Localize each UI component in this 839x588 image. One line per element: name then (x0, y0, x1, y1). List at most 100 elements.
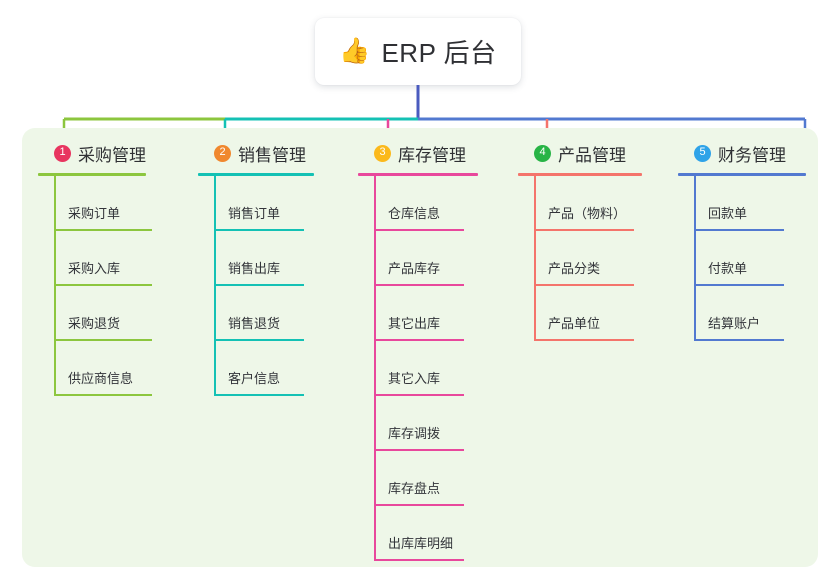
branch-number-badge: 2 (214, 144, 231, 162)
branch-header-3[interactable]: 3 库存管理 (358, 140, 478, 166)
branch-item-label: 回款单 (708, 206, 748, 221)
branch-item-underline (214, 229, 304, 231)
branch-item[interactable]: 产品库存 (358, 231, 478, 286)
root-node-card[interactable]: 👍 ERP 后台 (315, 18, 521, 85)
branch-item-underline (54, 284, 152, 286)
branch-column-1: 1 采购管理采购订单采购入库采购退货供应商信息 (38, 140, 152, 396)
branch-item-label: 采购入库 (68, 261, 121, 276)
branch-title: 销售管理 (238, 145, 306, 165)
branch-item-label: 销售订单 (228, 206, 281, 221)
branch-item-underline (54, 339, 152, 341)
branch-item[interactable]: 结算账户 (678, 286, 806, 341)
branch-header-underline (358, 173, 478, 176)
branch-item[interactable]: 产品（物料） (518, 176, 642, 231)
branch-item-label: 销售退货 (228, 316, 281, 331)
branch-header-underline (198, 173, 314, 176)
branch-item-list: 产品（物料） 产品分类产品单位 (518, 176, 642, 341)
branch-item[interactable]: 产品分类 (518, 231, 642, 286)
branch-item[interactable]: 其它出库 (358, 286, 478, 341)
branch-item-list: 仓库信息产品库存其它出库其它入库库存调拨库存盘点出库库明细 (358, 176, 478, 561)
branch-column-2: 2 销售管理销售订单销售出库销售退货客户信息 (198, 140, 314, 396)
branch-item-label: 结算账户 (708, 316, 761, 331)
branch-item-underline (214, 394, 304, 396)
branch-item-underline (374, 284, 464, 286)
branch-item[interactable]: 供应商信息 (38, 341, 152, 396)
branch-item[interactable]: 销售退货 (198, 286, 314, 341)
branch-item[interactable]: 客户信息 (198, 341, 314, 396)
branch-column-5: 5 财务管理回款单付款单结算账户 (678, 140, 806, 341)
branch-item[interactable]: 库存盘点 (358, 451, 478, 506)
branch-column-3: 3 库存管理仓库信息产品库存其它出库其它入库库存调拨库存盘点出库库明细 (358, 140, 478, 561)
branch-item[interactable]: 采购入库 (38, 231, 152, 286)
branch-item-label: 库存调拨 (388, 426, 441, 441)
branch-item-underline (534, 284, 634, 286)
branch-item-label: 其它出库 (388, 316, 441, 331)
branch-item-underline (534, 229, 634, 231)
branch-spine (374, 176, 376, 561)
branch-item-label: 出库库明细 (388, 536, 454, 551)
branch-item-list: 回款单付款单结算账户 (678, 176, 806, 341)
branch-item-underline (694, 339, 784, 341)
branch-item-label: 产品单位 (548, 316, 601, 331)
branch-item-underline (374, 229, 464, 231)
branch-item-underline (214, 339, 304, 341)
branch-item-underline (374, 504, 464, 506)
branch-item[interactable]: 产品单位 (518, 286, 642, 341)
branch-item-label: 付款单 (708, 261, 748, 276)
branch-item-underline (54, 394, 152, 396)
branch-item[interactable]: 其它入库 (358, 341, 478, 396)
branch-header-4[interactable]: 4 产品管理 (518, 140, 642, 166)
branch-spine (534, 176, 536, 341)
branch-header-underline (518, 173, 642, 176)
branch-spine (694, 176, 696, 341)
branch-title: 采购管理 (78, 145, 146, 165)
branch-item-label: 产品分类 (548, 261, 601, 276)
branch-item[interactable]: 销售出库 (198, 231, 314, 286)
branch-item-label: 供应商信息 (68, 371, 134, 386)
branch-number-badge: 1 (54, 144, 71, 162)
branch-title: 财务管理 (718, 145, 786, 165)
branch-title: 库存管理 (398, 145, 466, 165)
branch-item-label: 其它入库 (388, 371, 441, 386)
branch-item-underline (694, 284, 784, 286)
thumbs-up-icon: 👍 (339, 37, 371, 65)
branch-item-label: 采购退货 (68, 316, 121, 331)
branch-item[interactable]: 采购订单 (38, 176, 152, 231)
branch-item[interactable]: 付款单 (678, 231, 806, 286)
branch-item[interactable]: 库存调拨 (358, 396, 478, 451)
branch-item-underline (374, 394, 464, 396)
branch-item-underline (374, 339, 464, 341)
branch-item-underline (54, 229, 152, 231)
branch-header-1[interactable]: 1 采购管理 (38, 140, 146, 166)
branch-item[interactable]: 销售订单 (198, 176, 314, 231)
branch-item[interactable]: 出库库明细 (358, 506, 478, 561)
branch-item[interactable]: 仓库信息 (358, 176, 478, 231)
branch-item-underline (694, 229, 784, 231)
branch-spine (214, 176, 216, 396)
branch-item[interactable]: 回款单 (678, 176, 806, 231)
branch-item-label: 客户信息 (228, 371, 281, 386)
branch-header-5[interactable]: 5 财务管理 (678, 140, 806, 166)
branch-item-underline (374, 559, 464, 561)
root-node-title: ERP 后台 (381, 38, 497, 68)
branch-number-badge: 3 (374, 144, 391, 162)
branch-item-label: 产品库存 (388, 261, 441, 276)
branch-item-underline (534, 339, 634, 341)
branch-item-label: 采购订单 (68, 206, 121, 221)
branch-number-badge: 4 (534, 144, 551, 162)
branch-item-label: 库存盘点 (388, 481, 441, 496)
branch-item-underline (374, 449, 464, 451)
branch-item-label: 产品（物料） (548, 206, 627, 221)
branch-item-list: 销售订单销售出库销售退货客户信息 (198, 176, 314, 396)
branch-number-badge: 5 (694, 144, 711, 162)
branch-item-label: 销售出库 (228, 261, 281, 276)
branch-header-underline (38, 173, 146, 176)
branch-item-underline (214, 284, 304, 286)
branch-item-list: 采购订单采购入库采购退货供应商信息 (38, 176, 152, 396)
branch-item[interactable]: 采购退货 (38, 286, 152, 341)
branch-column-4: 4 产品管理产品（物料） 产品分类产品单位 (518, 140, 642, 341)
branch-title: 产品管理 (558, 145, 626, 165)
branch-header-2[interactable]: 2 销售管理 (198, 140, 314, 166)
root-node-content: 👍 ERP 后台 (339, 33, 496, 70)
